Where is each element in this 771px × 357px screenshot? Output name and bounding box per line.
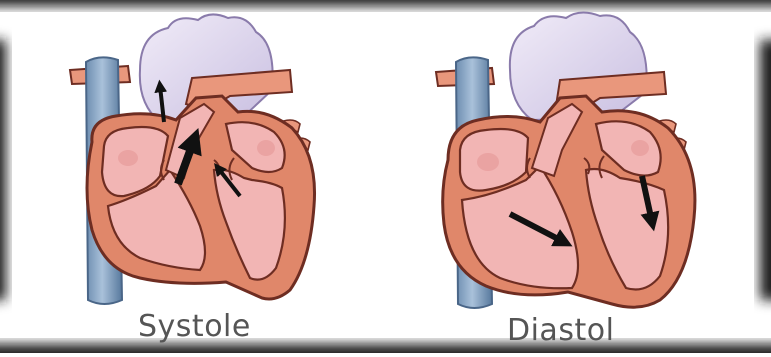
diastole-heart: [436, 12, 695, 308]
diastole-caption: Diastol: [507, 316, 614, 346]
chamber-highlight: [631, 140, 649, 156]
systole-heart: [70, 14, 315, 304]
chamber-highlight: [257, 140, 275, 156]
systole-caption: Systole: [138, 312, 251, 342]
chamber-highlight: [477, 153, 499, 171]
chamber-highlight: [118, 150, 138, 166]
